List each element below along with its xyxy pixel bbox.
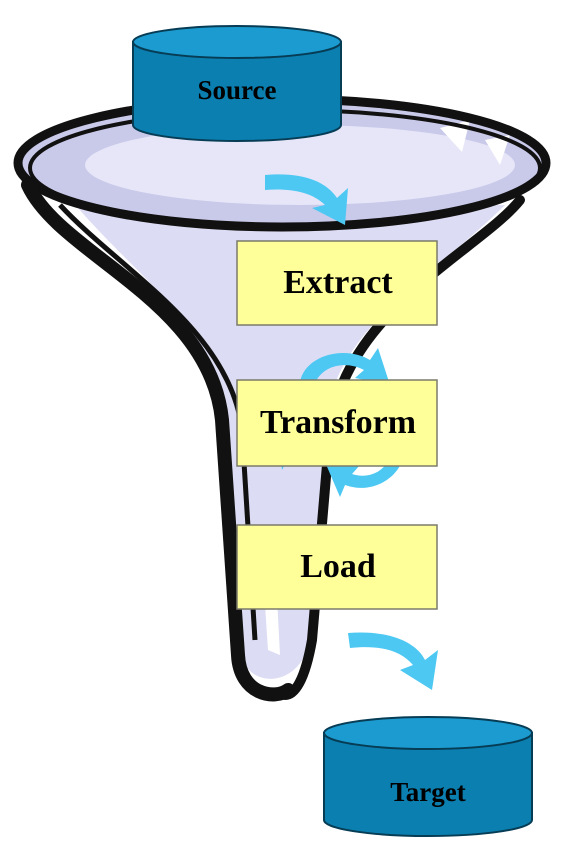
step-extract: Extract [237,241,437,325]
step-label-extract: Extract [283,264,393,301]
target-database: Target [324,717,532,836]
source-database-top [133,26,341,58]
step-load: Load [237,525,437,609]
source-database: Source [133,26,341,141]
step-transform: Transform [237,380,437,466]
step-label-load: Load [300,548,376,585]
step-label-transform: Transform [260,404,416,441]
load-arrow [348,632,438,690]
target-label: Target [390,777,466,807]
source-label: Source [198,75,277,105]
target-database-top [324,717,532,749]
